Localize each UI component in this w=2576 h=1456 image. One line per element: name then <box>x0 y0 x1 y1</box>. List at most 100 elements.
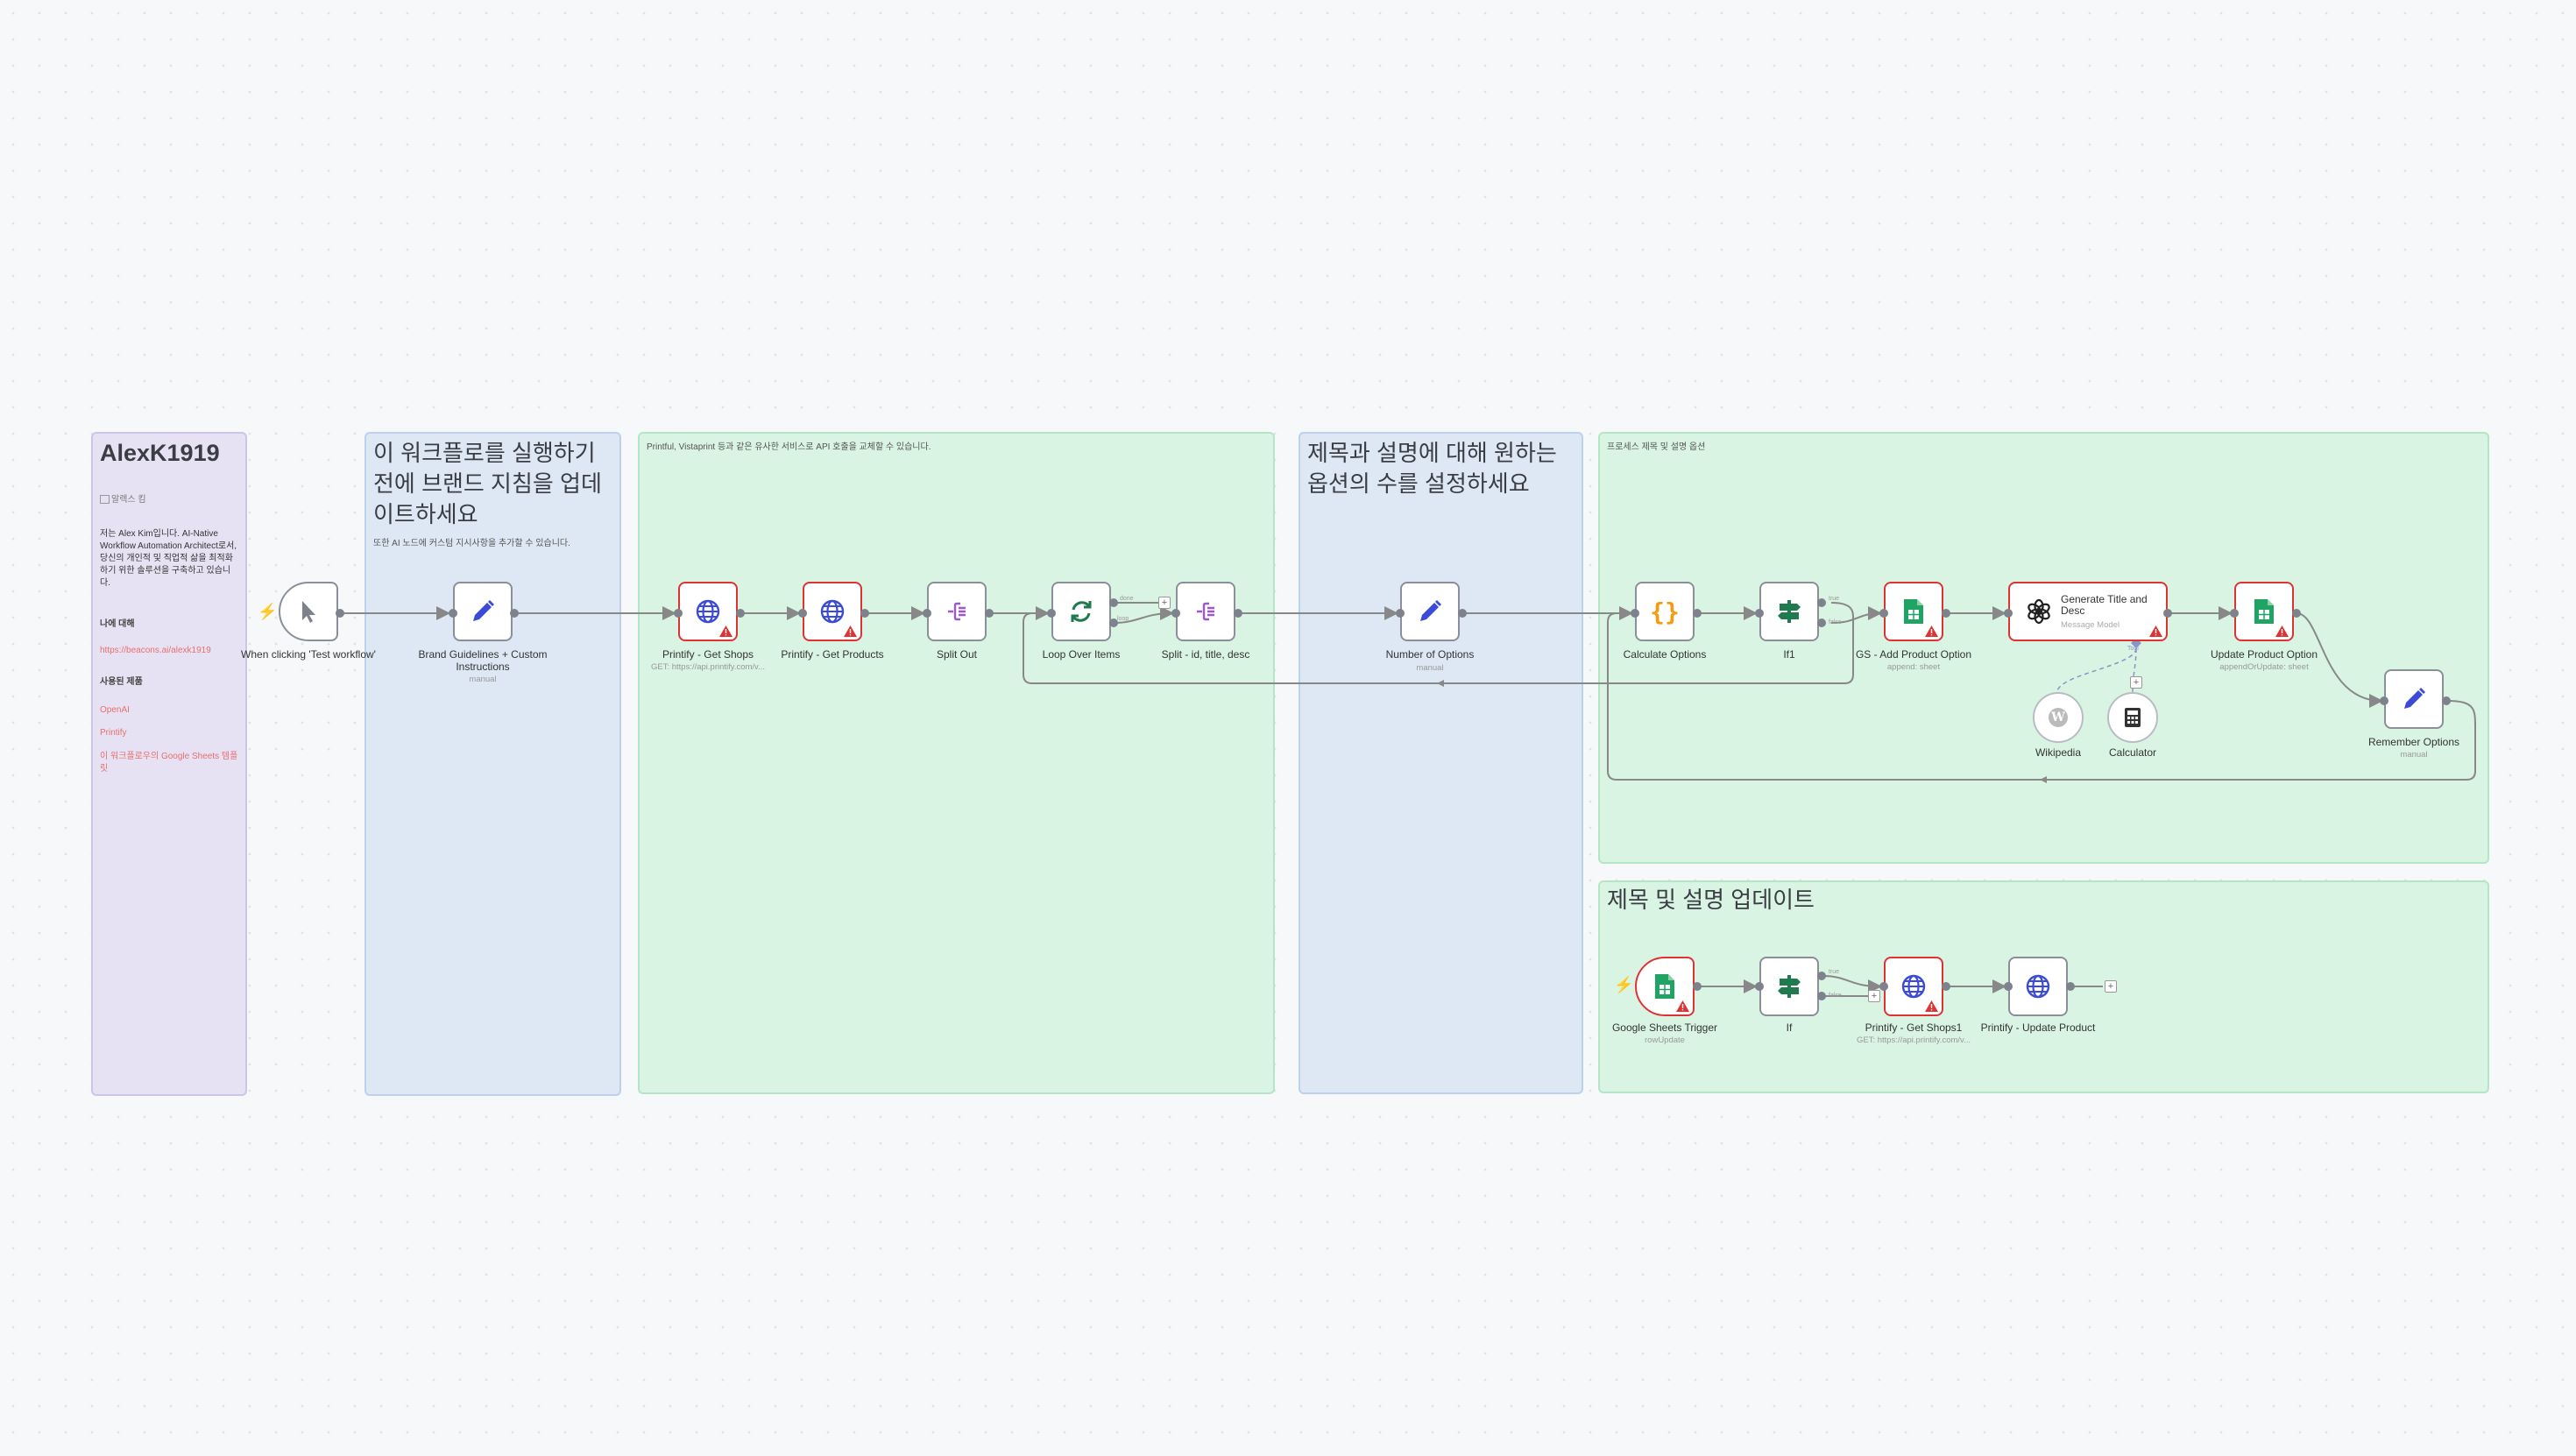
input-handle[interactable] <box>798 609 807 618</box>
node-printify-get-shops[interactable] <box>678 582 738 641</box>
input-handle[interactable] <box>2004 982 2013 991</box>
sheets-icon <box>1904 599 1923 624</box>
input-handle[interactable] <box>1631 609 1639 618</box>
warning-icon <box>1925 626 1938 637</box>
output-label-done: done <box>1120 596 1134 602</box>
node-remember-options[interactable] <box>2384 669 2444 729</box>
about-heading: 나에 대해 <box>100 619 135 629</box>
node-printify-get-products[interactable] <box>803 582 862 641</box>
node-generate-title-desc[interactable]: Generate Title and Desc Message Model <box>2008 582 2168 641</box>
about-image-alt: 알렉스 킴 <box>111 495 146 505</box>
node-split-fields[interactable] <box>1176 582 1235 641</box>
input-handle[interactable] <box>1047 609 1056 618</box>
output-handle-false[interactable] <box>1817 618 1826 627</box>
node-label: If <box>1786 1021 1793 1034</box>
sticky-note-brand[interactable] <box>364 432 621 1096</box>
pencil-icon <box>2404 688 2425 709</box>
node-sublabel: appendOrUpdate: sheet <box>2219 662 2309 672</box>
sticky-note-api[interactable] <box>638 432 1275 1094</box>
output-handle[interactable] <box>860 609 869 618</box>
node-sublabel: append: sheet <box>1886 662 1941 672</box>
node-if1[interactable] <box>1759 582 1819 641</box>
node-number-of-options[interactable] <box>1400 582 1460 641</box>
output-handle-false[interactable] <box>1817 992 1826 1000</box>
sheets-icon <box>1655 974 1674 999</box>
input-handle[interactable] <box>1171 609 1180 618</box>
node-label: Wikipedia <box>2035 746 2082 759</box>
input-handle[interactable] <box>2380 696 2388 705</box>
output-handle[interactable] <box>985 609 994 618</box>
node-google-sheets-trigger[interactable] <box>1635 957 1695 1016</box>
node-sublabel: GET: https://api.printify.com/v... <box>1856 1035 1971 1045</box>
input-handle[interactable] <box>923 609 931 618</box>
output-handle-loop[interactable] <box>1109 618 1118 627</box>
output-handle[interactable] <box>1234 609 1242 618</box>
output-handle[interactable] <box>2292 609 2301 618</box>
node-label: If1 <box>1783 648 1795 661</box>
sticky-note-options[interactable] <box>1299 432 1583 1094</box>
output-handle[interactable] <box>510 609 519 618</box>
warning-icon <box>1925 1000 1938 1012</box>
output-handle-true[interactable] <box>1817 598 1826 607</box>
input-handle[interactable] <box>674 609 683 618</box>
input-handle[interactable] <box>1879 982 1888 991</box>
node-update-product-option[interactable] <box>2234 582 2294 641</box>
node-loop-over-items[interactable] <box>1051 582 1111 641</box>
node-manual-trigger[interactable] <box>279 582 338 641</box>
node-label: GS - Add Product Option <box>1855 648 1972 661</box>
product-link-printify[interactable]: Printify <box>100 728 127 738</box>
input-handle[interactable] <box>1755 609 1764 618</box>
output-handle[interactable] <box>336 609 344 618</box>
output-handle[interactable] <box>2163 609 2172 618</box>
beacons-link[interactable]: https://beacons.ai/alexk1919 <box>100 646 211 655</box>
tool-port-label: Tool <box>2127 646 2139 652</box>
node-label: Loop Over Items <box>1042 648 1121 661</box>
output-handle[interactable] <box>2066 982 2075 991</box>
node-calculate-options[interactable]: {} <box>1635 582 1695 641</box>
node-label: Printify - Update Product <box>1980 1021 2096 1034</box>
add-node-button[interactable]: + <box>1868 990 1880 1002</box>
output-handle[interactable] <box>1458 609 1467 618</box>
node-wikipedia[interactable]: W <box>2033 692 2084 743</box>
sticky-note-about[interactable] <box>91 432 247 1096</box>
input-handle[interactable] <box>2004 609 2013 618</box>
output-handle[interactable] <box>2442 696 2451 705</box>
input-handle[interactable] <box>1755 982 1764 991</box>
output-handle[interactable] <box>736 609 745 618</box>
product-link-sheets-template[interactable]: 이 워크플로우의 Google Sheets 템플릿 <box>100 752 238 774</box>
output-handle-done[interactable] <box>1109 598 1118 607</box>
output-handle[interactable] <box>1942 609 1950 618</box>
input-handle[interactable] <box>449 609 457 618</box>
output-handle[interactable] <box>1693 982 1702 991</box>
output-handle[interactable] <box>1693 609 1702 618</box>
output-label-false: false <box>1829 993 1842 999</box>
node-printify-update-product[interactable] <box>2008 957 2068 1016</box>
sticky-note-process[interactable] <box>1598 432 2489 864</box>
node-split-out[interactable] <box>927 582 987 641</box>
wikipedia-icon: W <box>2049 708 2068 727</box>
input-handle[interactable] <box>2230 609 2239 618</box>
node-brand-guidelines[interactable] <box>453 582 513 641</box>
update-sticky-title: 제목 및 설명 업데이트 <box>1607 887 1815 913</box>
about-bio: 저는 Alex Kim입니다. AI-Native Workflow Autom… <box>100 529 237 588</box>
output-handle-true[interactable] <box>1817 972 1826 980</box>
input-handle[interactable] <box>1396 609 1405 618</box>
add-node-button[interactable]: + <box>2105 980 2117 993</box>
node-sublabel: manual <box>469 675 497 684</box>
node-label: Printify - Get Shops1 <box>1865 1021 1963 1034</box>
node-calculator[interactable] <box>2107 692 2158 743</box>
node-if[interactable] <box>1759 957 1819 1016</box>
add-node-button[interactable]: + <box>1158 597 1171 609</box>
brand-sticky-note: 또한 AI 노드에 커스텀 지시사항을 추가할 수 있습니다. <box>373 539 570 548</box>
node-printify-get-shops1[interactable] <box>1884 957 1943 1016</box>
node-label: Remember Options <box>2367 736 2460 748</box>
product-link-openai[interactable]: OpenAI <box>100 705 130 715</box>
node-label: When clicking 'Test workflow' <box>241 648 376 661</box>
trigger-bolt-icon: ⚡ <box>258 603 278 620</box>
output-handle[interactable] <box>1942 982 1950 991</box>
add-tool-button[interactable]: + <box>2130 676 2142 689</box>
input-handle[interactable] <box>1879 609 1888 618</box>
node-gs-add-product-option[interactable] <box>1884 582 1943 641</box>
node-label: Printify - Get Shops <box>662 648 754 661</box>
